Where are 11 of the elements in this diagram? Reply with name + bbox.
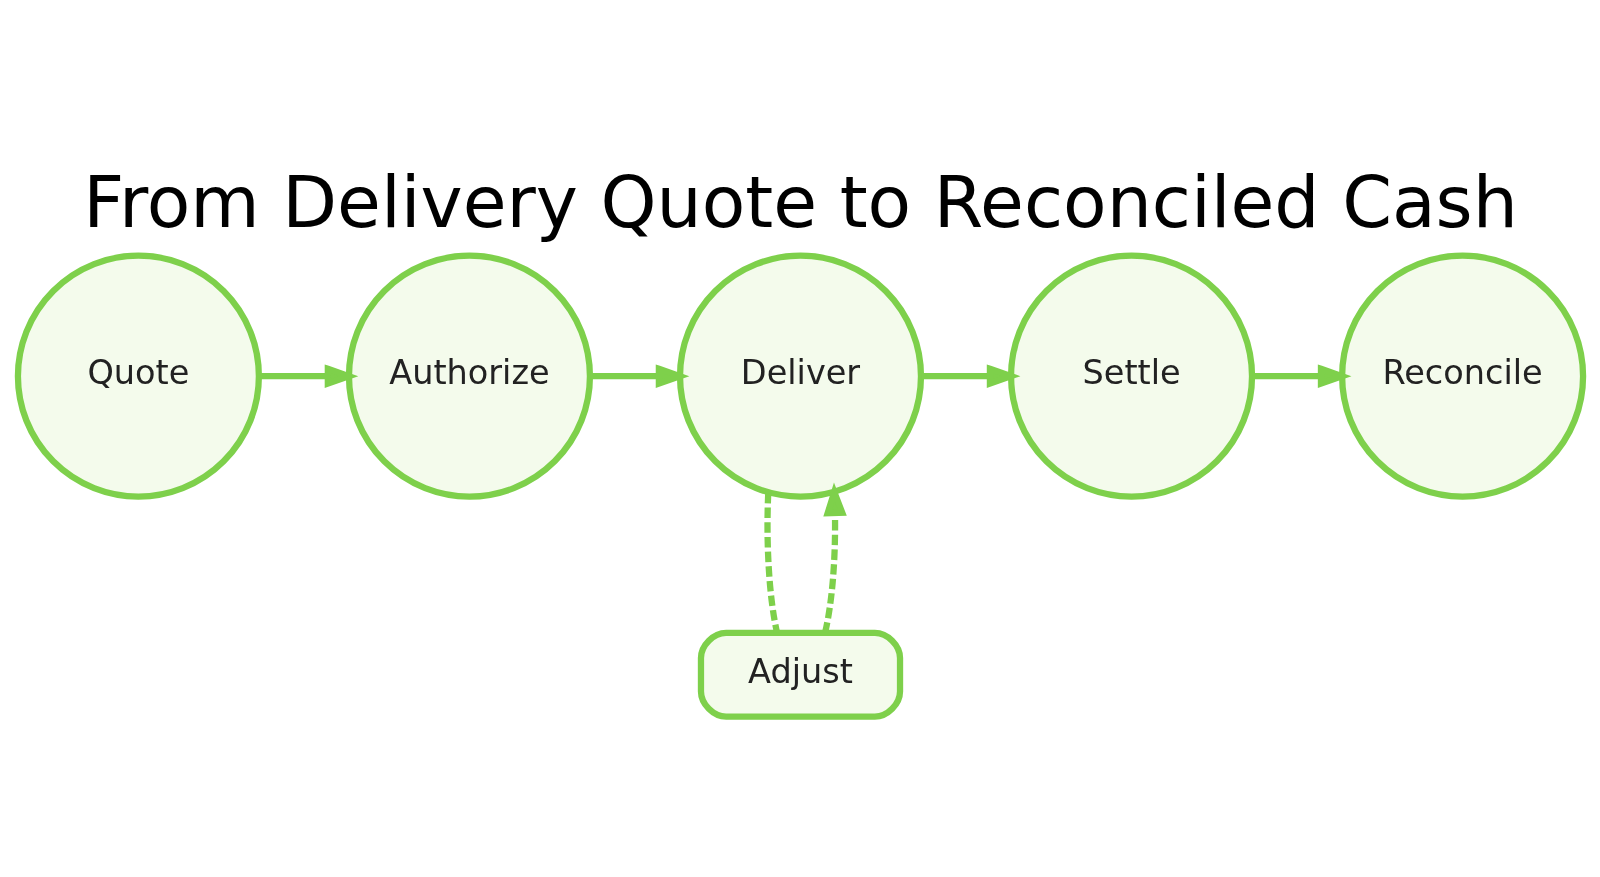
arrow xyxy=(821,482,847,633)
connector xyxy=(763,492,780,633)
arrow xyxy=(589,363,689,388)
node-circle: Reconcile xyxy=(1338,252,1586,500)
node-box: Adjust xyxy=(697,629,903,720)
node-circle: Deliver xyxy=(676,252,924,500)
node-circle: Settle xyxy=(1007,252,1255,500)
node-circle: Authorize xyxy=(345,252,593,500)
arrow xyxy=(258,363,358,388)
diagram-title: From Delivery Quote to Reconciled Cash xyxy=(82,160,1518,244)
node-circle: Quote xyxy=(14,252,262,500)
